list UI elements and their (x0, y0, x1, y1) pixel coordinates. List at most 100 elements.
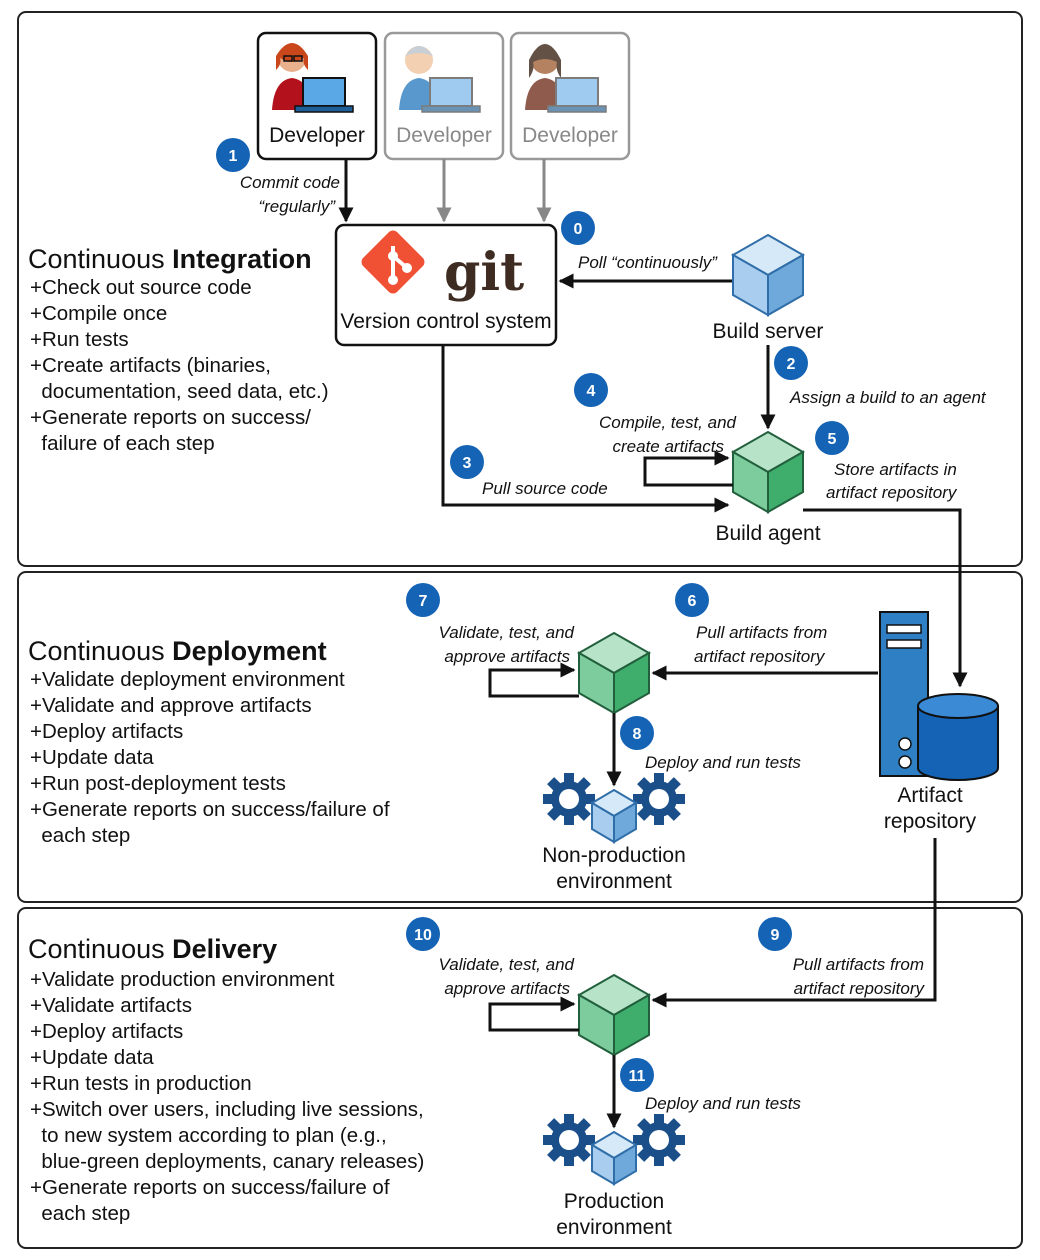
step-notes: Poll “continuously” Commit code “regular… (240, 173, 987, 1113)
database-icon (917, 693, 999, 781)
svg-text:7: 7 (419, 593, 428, 610)
delivery-panel (17, 907, 1023, 1249)
step-5-note: Store artifacts in (834, 460, 957, 479)
developer-icon (272, 43, 354, 113)
step-badge-6: 6 (675, 583, 709, 617)
ci-item: +Create artifacts (binaries, (30, 354, 271, 377)
step-badge-2: 2 (774, 346, 808, 380)
ci-item: failure of each step (30, 432, 215, 455)
deployment-item: each step (30, 824, 130, 847)
delivery-item: +Validate production environment (30, 968, 335, 991)
ci-section-text: Continuous Integration +Check out source… (28, 244, 329, 455)
svg-text:0: 0 (574, 221, 583, 238)
git-wordmark: git (444, 242, 524, 303)
step-badge-3: 3 (450, 445, 484, 479)
delivery-item: to new system according to plan (e.g., (30, 1124, 387, 1147)
delivery-heading: Continuous Delivery (28, 934, 277, 964)
step-7-note: Validate, test, and (439, 623, 575, 642)
svg-text:2: 2 (787, 356, 796, 373)
developer-icon (525, 44, 607, 113)
step-6-note: artifact repository (694, 647, 826, 666)
step-badge-10: 10 (406, 917, 440, 951)
step-6-note: Pull artifacts from (696, 623, 827, 642)
delivery-item: blue-green deployments, canary releases) (30, 1150, 424, 1173)
deployment-section-text: Continuous Deployment +Validate deployme… (28, 636, 390, 847)
step-11-note: Deploy and run tests (645, 1094, 801, 1113)
gear-icon (633, 773, 685, 825)
step-badge-1: 1 (216, 138, 250, 172)
developer-icon (399, 46, 481, 113)
build-agent-node: Build agent (715, 431, 821, 545)
step-7-note: approve artifacts (444, 647, 570, 666)
developer-label: Developer (396, 124, 492, 147)
git-logo-icon: git (361, 230, 524, 303)
step-5-note: artifact repository (826, 483, 958, 502)
svg-text:4: 4 (587, 383, 596, 400)
deployment-item: +Validate and approve artifacts (30, 694, 312, 717)
svg-text:1: 1 (229, 148, 238, 165)
step-badge-8: 8 (620, 716, 654, 750)
artifact-repo-label-line2: repository (884, 810, 977, 833)
ci-heading: Continuous Integration (28, 244, 312, 274)
svg-text:11: 11 (629, 1068, 646, 1085)
step-10-note: approve artifacts (444, 979, 570, 998)
step-0-note: Poll “continuously” (578, 253, 718, 272)
step-9-note: artifact repository (794, 979, 926, 998)
deployment-item: +Generate reports on success/failure of (30, 798, 390, 821)
arrow-store-artifacts (803, 508, 968, 688)
nonprod-label-line2: environment (556, 870, 672, 893)
developer-card-2: Developer (383, 31, 505, 161)
arrow-compile-loop (643, 450, 733, 487)
arrow-pull-artifacts-deliver (651, 838, 937, 1008)
step-2-note: Assign a build to an agent (789, 388, 987, 407)
production-environment-node: Production environment (543, 1114, 685, 1239)
step-4-note: create artifacts (613, 437, 725, 456)
gear-icon (633, 1114, 685, 1166)
step-1-note: Commit code (240, 173, 340, 192)
gear-icon (543, 773, 595, 825)
version-control-box: git Version control system (334, 223, 558, 347)
step-1-note: “regularly” (258, 197, 336, 216)
nonprod-label-line1: Non-production (542, 844, 686, 867)
developer-card-1: Developer (256, 31, 378, 161)
step-8-note: Deploy and run tests (645, 753, 801, 772)
ci-item: +Run tests (30, 328, 129, 351)
delivery-section-text: Continuous Delivery +Validate production… (28, 934, 424, 1225)
ci-item: +Check out source code (30, 276, 252, 299)
delivery-item: +Update data (30, 1046, 154, 1069)
deployment-item: +Run post-deployment tests (30, 772, 286, 795)
nonprod-environment-node: Non-production environment (542, 773, 686, 893)
svg-text:9: 9 (771, 927, 780, 944)
deployment-item: +Validate deployment environment (30, 668, 345, 691)
step-badge-11: 11 (620, 1058, 654, 1092)
step-9-note: Pull artifacts from (793, 955, 924, 974)
delivery-item: +Generate reports on success/failure of (30, 1176, 390, 1199)
ci-item: +Compile once (30, 302, 167, 325)
developer-card-3: Developer (509, 31, 631, 161)
step-badge-5: 5 (815, 421, 849, 455)
svg-text:8: 8 (633, 726, 642, 743)
svg-text:5: 5 (828, 431, 837, 448)
svg-text:10: 10 (414, 927, 432, 944)
build-server-label: Build server (713, 320, 824, 343)
step-badge-0: 0 (561, 211, 595, 245)
step-badges: 0 1 2 3 4 5 6 7 8 9 10 11 (216, 138, 849, 1092)
deployment-item: +Update data (30, 746, 154, 769)
artifact-repo-label-line1: Artifact (897, 784, 963, 807)
step-badge-9: 9 (758, 917, 792, 951)
delivery-item: +Run tests in production (30, 1072, 252, 1095)
step-badge-4: 4 (574, 373, 608, 407)
delivery-item: each step (30, 1202, 130, 1225)
build-agent-label: Build agent (715, 522, 820, 545)
arrow-validate-loop-prod (488, 996, 579, 1032)
artifact-repository-node: Artifact repository (879, 611, 999, 833)
prod-label-line1: Production (564, 1190, 664, 1213)
delivery-item: +Switch over users, including live sessi… (30, 1098, 424, 1121)
step-4-note: Compile, test, and (599, 413, 737, 432)
step-badge-7: 7 (406, 583, 440, 617)
delivery-item: +Deploy artifacts (30, 1020, 183, 1043)
step-3-note: Pull source code (482, 479, 608, 498)
arrow-pull-source (441, 346, 730, 513)
ci-item: documentation, seed data, etc.) (30, 380, 329, 403)
